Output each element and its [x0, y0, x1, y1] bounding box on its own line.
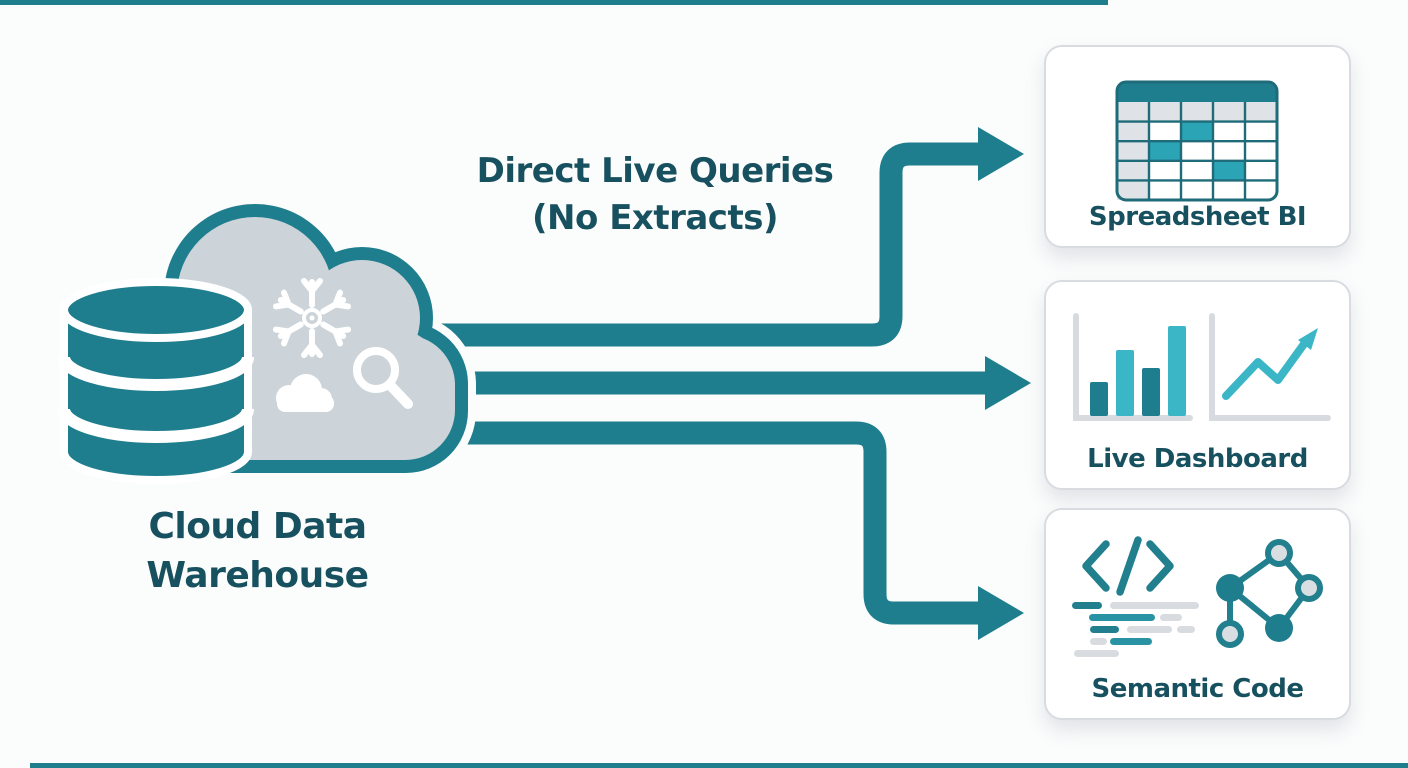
source-label-line1: Cloud Data	[148, 506, 367, 547]
spreadsheet-icon	[1115, 80, 1279, 202]
arrow-to-semantic-code	[430, 421, 1024, 640]
code-brackets-icon	[1082, 536, 1174, 596]
target-label-spreadsheet-bi: Spreadsheet BI	[1088, 202, 1307, 232]
flow-label-line2: (No Extracts)	[532, 198, 779, 238]
semantic-code-icon	[1072, 536, 1323, 657]
trend-line-icon	[1209, 313, 1331, 421]
arrow-to-spreadsheet-bi	[430, 127, 1024, 347]
dashboard-charts-icon	[1073, 313, 1331, 421]
target-card-live-dashboard: Live Dashboard	[1044, 280, 1351, 490]
arrow-to-live-dashboard	[430, 356, 1031, 410]
source-label: Cloud Data Warehouse	[60, 502, 455, 600]
code-lines-icon	[1072, 602, 1199, 657]
flow-label: Direct Live Queries (No Extracts)	[420, 148, 890, 242]
knowledge-graph-icon	[1216, 539, 1323, 648]
target-label-live-dashboard: Live Dashboard	[1087, 444, 1308, 474]
source-label-line2: Warehouse	[146, 555, 369, 596]
target-card-spreadsheet-bi: Spreadsheet BI	[1044, 45, 1351, 248]
bar-chart-icon	[1073, 313, 1193, 421]
bottom-border-strip	[30, 763, 1408, 768]
search-icon	[353, 347, 413, 409]
database-icon	[58, 278, 254, 484]
top-border-strip	[0, 0, 1108, 5]
target-label-semantic-code: Semantic Code	[1091, 674, 1305, 704]
target-card-semantic-code: Semantic Code	[1044, 508, 1351, 720]
flow-label-line1: Direct Live Queries	[476, 151, 834, 191]
small-cloud-icon	[276, 374, 334, 412]
snowflake-icon	[272, 278, 352, 358]
